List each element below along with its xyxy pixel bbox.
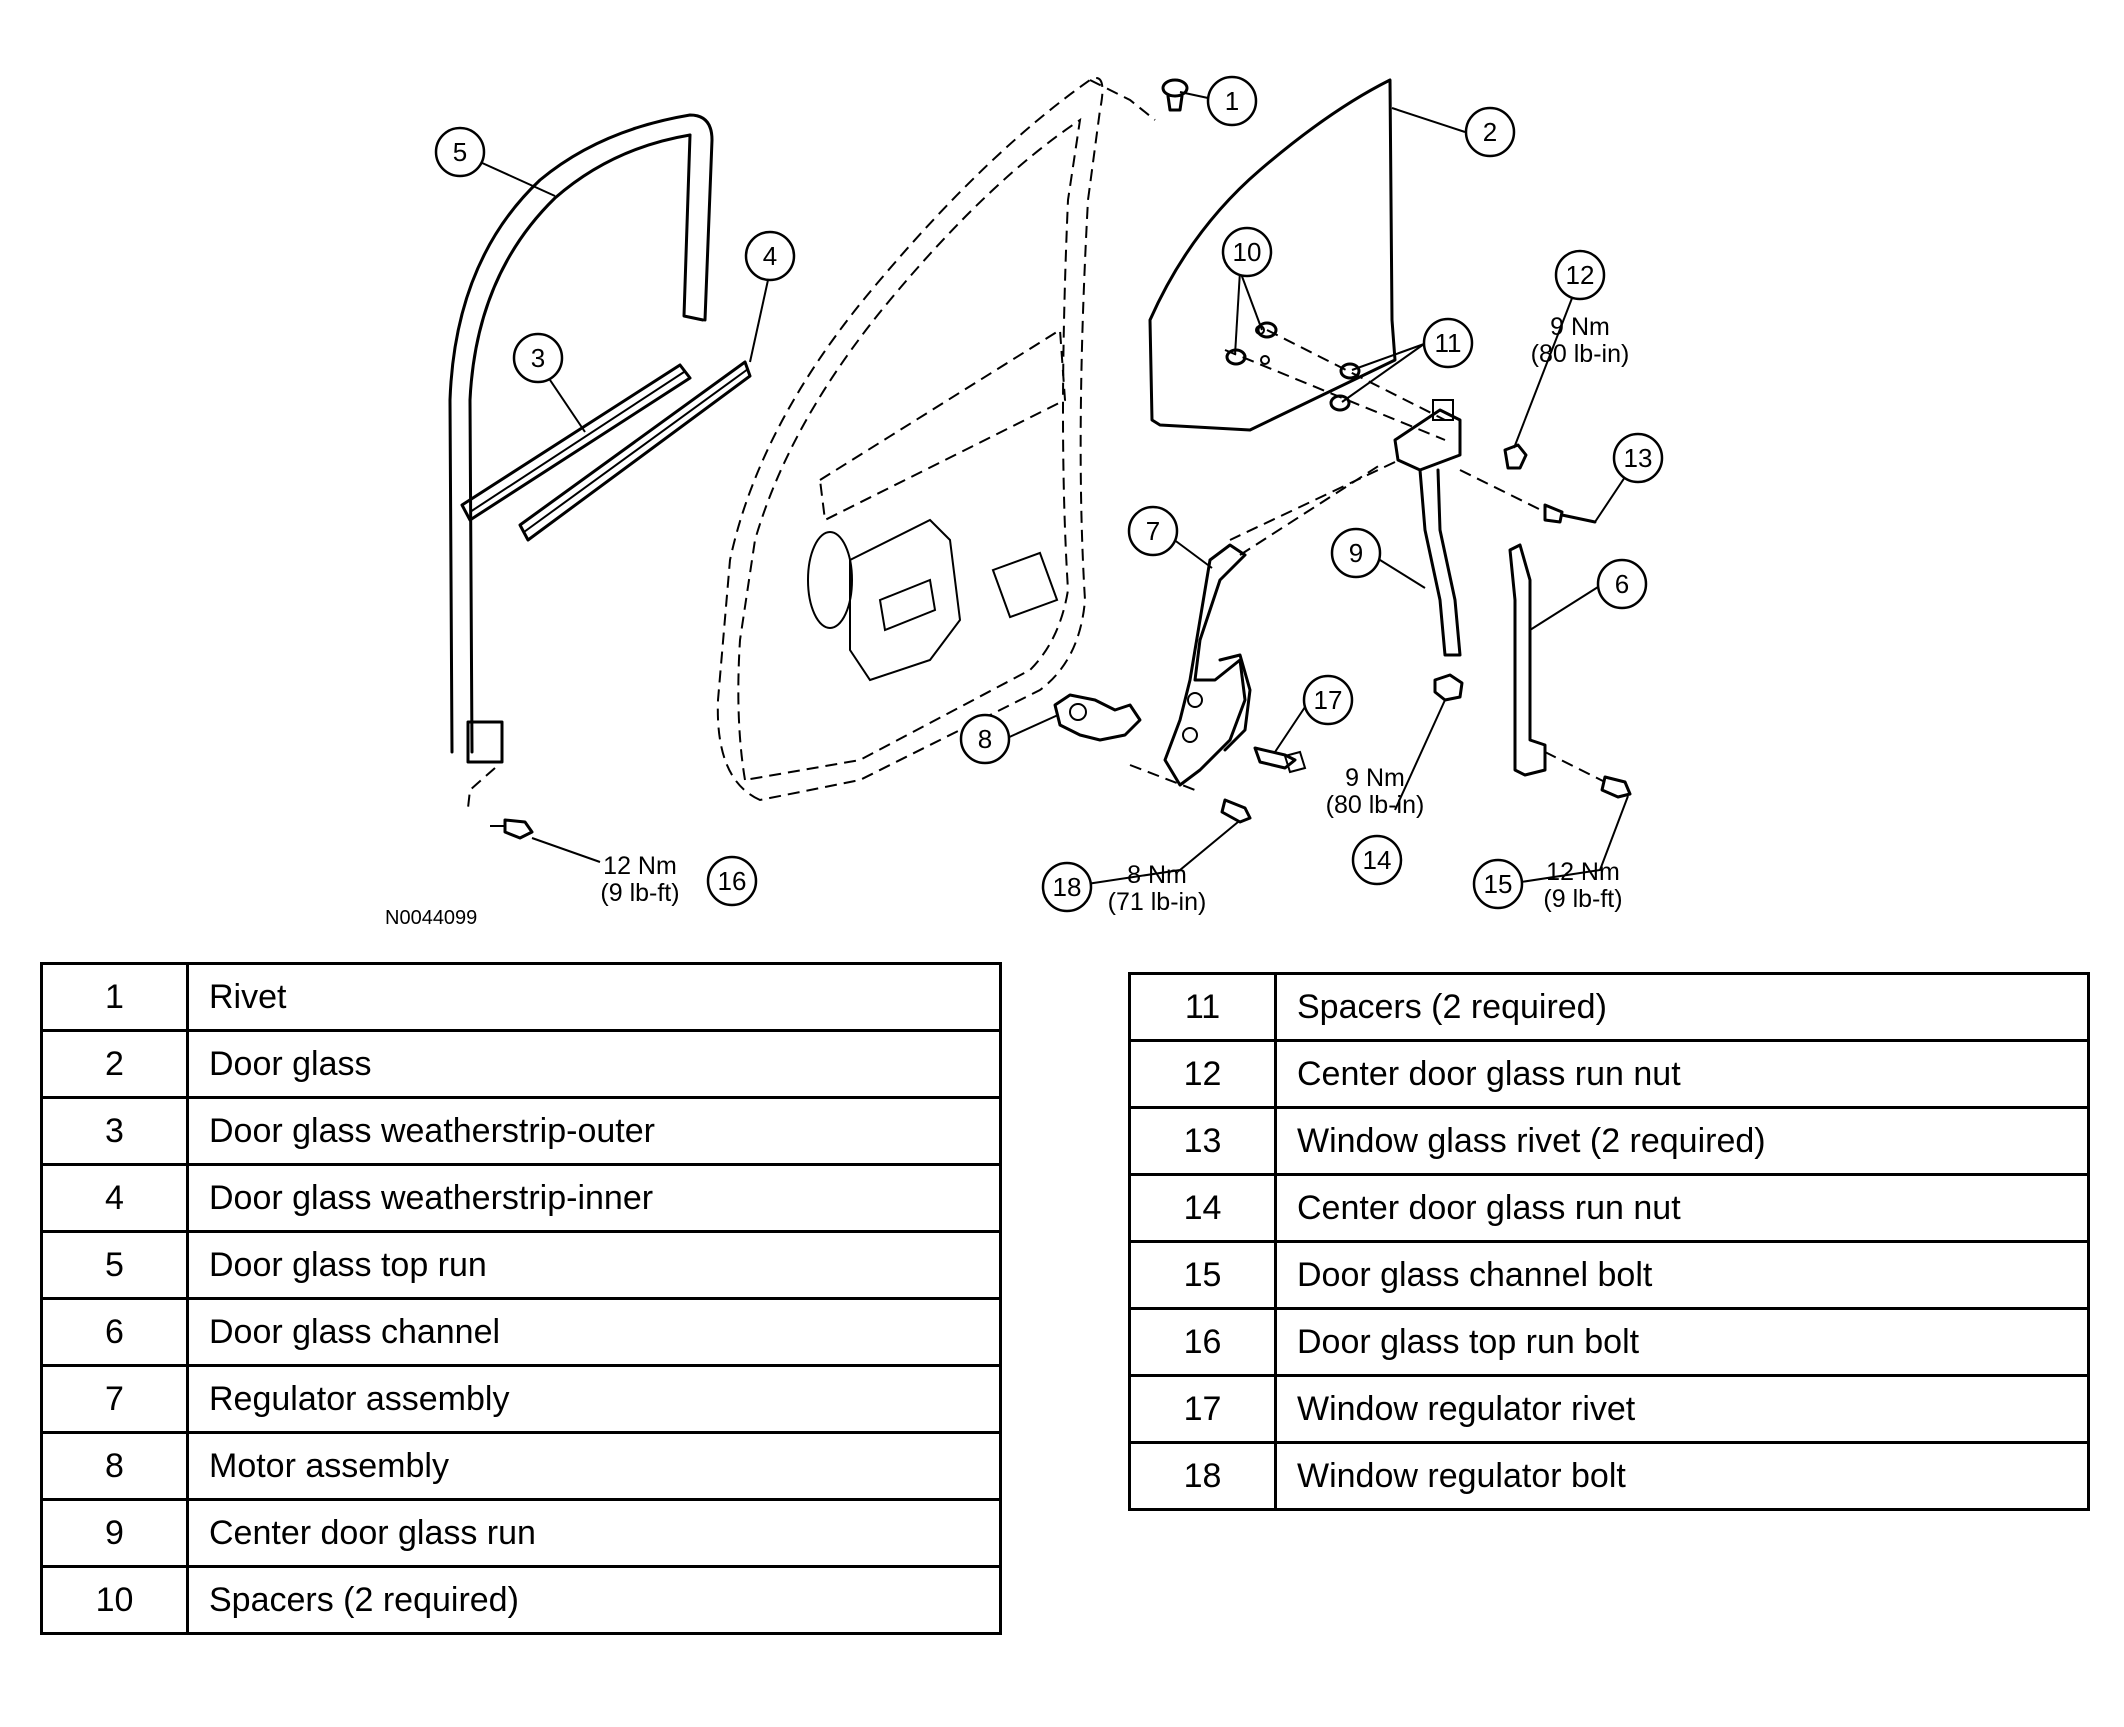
svg-text:(71 lb-in): (71 lb-in) (1108, 888, 1207, 916)
callout-12: 12 (1554, 249, 1606, 301)
rivet-part (1161, 78, 1189, 112)
torque-16: 12 Nm (9 lb-ft) (600, 852, 679, 907)
door-glass-channel (1508, 543, 1606, 783)
svg-text:2: 2 (1483, 117, 1497, 147)
svg-text:12: 12 (1566, 260, 1595, 290)
svg-text:(9 lb-ft): (9 lb-ft) (1543, 885, 1622, 913)
callout-18: 18 (1041, 861, 1093, 913)
motor-assembly (1053, 693, 1196, 791)
svg-text:1: 1 (1225, 86, 1239, 116)
svg-text:17: 17 (1314, 685, 1343, 715)
callout-15: 15 (1472, 858, 1524, 910)
svg-text:13: 13 (1624, 443, 1653, 473)
door-shell (716, 77, 1156, 802)
callout-14: 14 (1351, 834, 1403, 886)
svg-text:9 Nm: 9 Nm (1550, 313, 1610, 341)
svg-text:(80 lb-in): (80 lb-in) (1531, 340, 1630, 368)
window-regulator-rivet (1253, 746, 1307, 774)
callout-11: 11 (1422, 317, 1474, 369)
window-glass-rivet (1459, 469, 1597, 524)
callout-7: 7 (1127, 505, 1179, 557)
callout-6: 6 (1596, 558, 1648, 610)
svg-text:16: 16 (718, 866, 747, 896)
svg-text:5: 5 (453, 137, 467, 167)
svg-text:9 Nm: 9 Nm (1345, 764, 1405, 792)
svg-text:18: 18 (1053, 872, 1082, 902)
spacers (1224, 321, 1446, 441)
regulator-assembly (1163, 464, 1381, 787)
svg-text:8: 8 (978, 724, 992, 754)
svg-text:14: 14 (1363, 845, 1392, 875)
callout-3: 3 (512, 332, 564, 384)
nut-12 (1503, 443, 1528, 470)
center-door-glass-run (1229, 399, 1462, 657)
callout-9: 9 (1330, 527, 1382, 579)
svg-text:3: 3 (531, 343, 545, 373)
svg-text:(80 lb-in): (80 lb-in) (1326, 791, 1425, 819)
svg-text:7: 7 (1146, 516, 1160, 546)
callout-8: 8 (959, 713, 1011, 765)
torque-14: 9 Nm (80 lb-in) (1326, 764, 1425, 819)
svg-text:12 Nm: 12 Nm (603, 852, 677, 880)
svg-text:(9 lb-ft): (9 lb-ft) (600, 879, 679, 907)
door-glass (1148, 78, 1397, 432)
weatherstrip-inner (518, 360, 752, 542)
svg-text:11: 11 (1435, 328, 1462, 358)
weatherstrip-outer (460, 363, 692, 522)
nut-14 (1433, 673, 1464, 702)
channel-bolt (1600, 775, 1632, 799)
svg-text:4: 4 (763, 241, 777, 271)
window-regulator-bolt (1220, 798, 1252, 824)
callout-17: 17 (1302, 674, 1354, 726)
callout-16: 16 (706, 855, 758, 907)
callout-10: 10 (1221, 226, 1273, 278)
svg-text:12 Nm: 12 Nm (1546, 858, 1620, 886)
svg-text:8 Nm: 8 Nm (1127, 861, 1187, 889)
callout-5: 5 (434, 126, 486, 178)
svg-text:10: 10 (1233, 237, 1262, 267)
callout-1: 1 (1206, 75, 1258, 127)
door-glass-top-run (448, 113, 714, 764)
leader-lines (479, 91, 1638, 886)
torque-12: 9 Nm (80 lb-in) (1531, 313, 1630, 368)
svg-text:9: 9 (1349, 538, 1363, 568)
torque-15: 12 Nm (9 lb-ft) (1543, 858, 1622, 913)
figure-code: N0044099 (385, 907, 477, 929)
svg-text:15: 15 (1484, 869, 1513, 899)
exploded-door-diagram: 1 2 3 4 5 6 7 8 9 10 11 12 13 14 15 16 1… (385, 75, 1664, 929)
top-run-bolt (467, 767, 534, 840)
callout-4: 4 (744, 230, 796, 282)
callout-13: 13 (1612, 432, 1664, 484)
torque-18: 8 Nm (71 lb-in) (1108, 861, 1207, 916)
svg-text:6: 6 (1615, 569, 1629, 599)
callout-2: 2 (1464, 106, 1516, 158)
